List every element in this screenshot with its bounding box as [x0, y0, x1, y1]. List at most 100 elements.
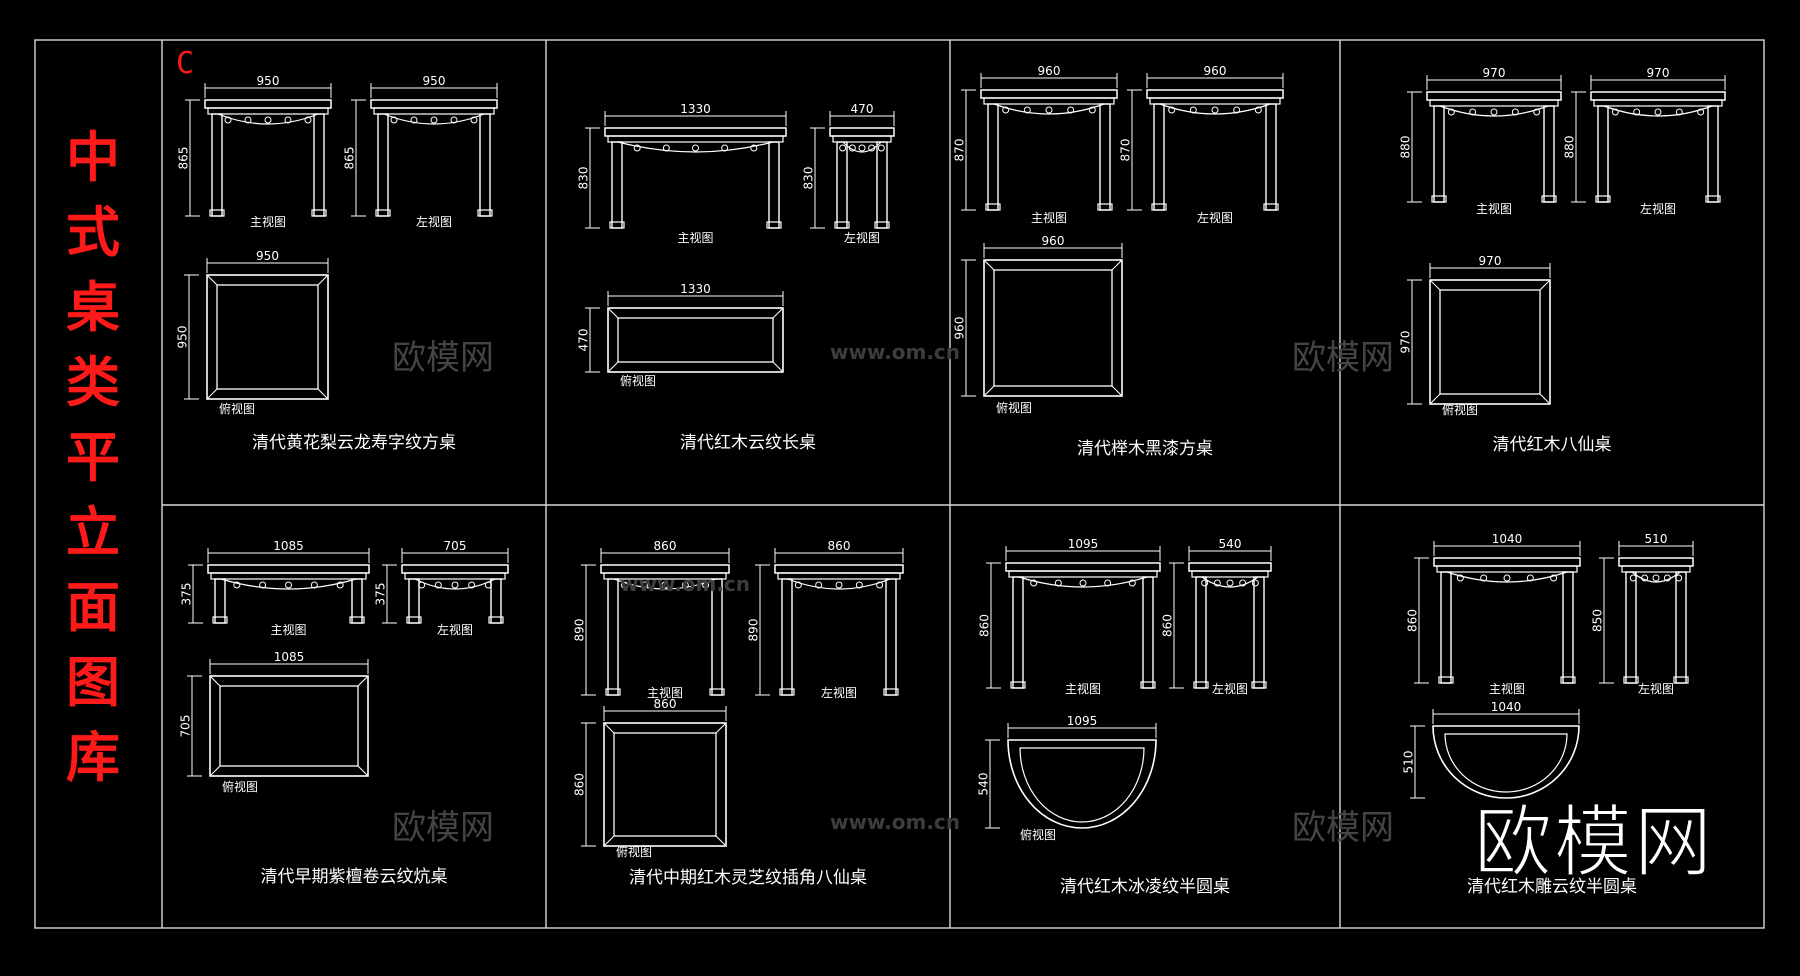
half-round-inner: [1019, 747, 1145, 823]
table-elevation: [1618, 557, 1694, 684]
table-part: [1623, 676, 1639, 684]
table-plan: [603, 722, 727, 847]
dimension-label: 510: [1402, 751, 1416, 774]
dimension-label: 970: [1399, 331, 1413, 354]
dimension-label: 960: [1042, 234, 1065, 248]
table-part: [468, 581, 476, 589]
dimension-label: 470: [577, 329, 591, 352]
dimension-label: 1040: [1491, 700, 1522, 714]
table-part: [1456, 574, 1464, 582]
table-name: 清代早期紫檀卷云纹炕桌: [261, 867, 448, 887]
table-part: [885, 578, 897, 696]
table-part: [1140, 681, 1156, 689]
table-part: [1253, 576, 1265, 689]
table-part: [1054, 579, 1062, 587]
dimension-label: 865: [343, 147, 357, 170]
table-part: [383, 113, 485, 125]
table-part: [1263, 203, 1279, 211]
table-part: [1440, 571, 1452, 684]
table-part: [1541, 195, 1557, 203]
table-top-inner: [216, 284, 319, 390]
table-part: [1254, 106, 1262, 114]
dimension-label: 850: [1591, 609, 1605, 632]
half-round-inner: [1444, 733, 1568, 793]
dimension-label: 705: [179, 715, 193, 738]
table-part: [370, 99, 498, 109]
brand-logo: 欧模网: [1473, 797, 1715, 889]
dimension-label: 970: [1647, 66, 1670, 80]
table-part: [607, 135, 784, 143]
dimension-label: 950: [256, 249, 279, 263]
table-part: [1251, 579, 1259, 587]
table-part: [410, 116, 418, 124]
table-part: [209, 209, 225, 217]
half-round-plan: [1432, 725, 1580, 799]
miter-line: [603, 835, 615, 847]
table-elevation: [774, 564, 904, 696]
table-part: [1188, 562, 1272, 572]
table-part: [1018, 576, 1148, 588]
table-part: [815, 581, 823, 589]
table-part: [883, 688, 899, 696]
miter-line: [317, 274, 329, 286]
title-char: 面: [66, 575, 120, 639]
table-part: [1226, 579, 1234, 587]
table-part: [477, 209, 493, 217]
table-top-outer: [1429, 279, 1551, 405]
miter-line: [357, 765, 369, 777]
table-part: [836, 141, 848, 229]
table-part: [1239, 579, 1247, 587]
table-part: [1431, 195, 1447, 203]
table-elevation: [604, 127, 787, 229]
table-elevation: [204, 99, 332, 217]
dimension-label: 860: [978, 614, 992, 637]
table-part: [1211, 106, 1219, 114]
table-part: [1433, 557, 1581, 567]
table-part: [349, 616, 365, 624]
title-char: 图: [66, 650, 120, 714]
view-label-top: 俯视图: [219, 401, 255, 416]
miter-line: [317, 388, 329, 400]
dimension-label: 950: [176, 326, 190, 349]
table-part: [641, 581, 649, 589]
miter-line: [715, 835, 727, 847]
table-elevation: [1005, 562, 1161, 689]
table-part: [832, 135, 892, 143]
view-label-top: 俯视图: [1020, 827, 1056, 842]
table-part: [1149, 97, 1281, 105]
watermark-url: www.om.cn: [830, 340, 961, 364]
table-part: [488, 616, 504, 624]
dimension-label: 950: [257, 74, 280, 88]
table-part: [855, 581, 863, 589]
title-char: 桌: [66, 275, 120, 339]
table-part: [794, 581, 802, 589]
table-part: [874, 221, 890, 229]
table-part: [311, 209, 327, 217]
table-part: [1595, 195, 1611, 203]
table-part: [430, 116, 438, 124]
miter-line: [1539, 393, 1551, 405]
table-part: [774, 564, 904, 574]
table-part: [777, 572, 901, 580]
dimension-label: 830: [802, 167, 816, 190]
dimension-label: 880: [1563, 136, 1577, 159]
view-label-front: 主视图: [1065, 681, 1101, 696]
table-part: [1543, 105, 1555, 203]
table-part: [1023, 106, 1031, 114]
table-part: [1625, 571, 1637, 684]
table-elevation: [370, 99, 498, 217]
table-part: [1560, 676, 1576, 684]
table-part: [1265, 103, 1277, 211]
table-part: [1663, 574, 1671, 582]
table-part: [829, 127, 895, 137]
view-label-side: 左视图: [1640, 201, 1676, 216]
table-top-outer: [983, 259, 1123, 397]
view-label-top: 俯视图: [620, 373, 656, 388]
table-part: [1079, 579, 1087, 587]
table-part: [681, 581, 689, 589]
watermark-brand: 欧模网: [392, 338, 494, 378]
table-part: [217, 113, 319, 125]
table-top-inner: [613, 732, 717, 837]
table-part: [1503, 574, 1511, 582]
table-part: [1213, 579, 1221, 587]
